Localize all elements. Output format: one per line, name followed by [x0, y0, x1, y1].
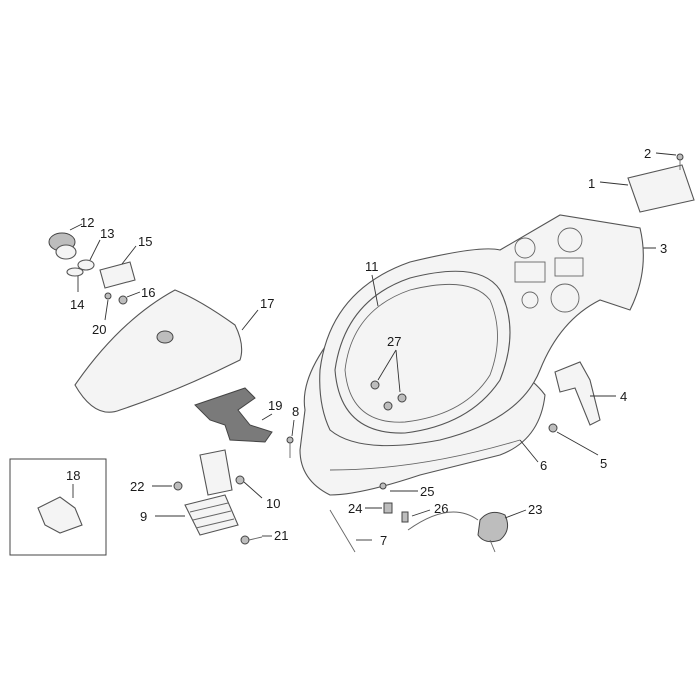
callout-1: 1 — [588, 176, 595, 191]
callout-15: 15 — [138, 234, 152, 249]
part-9-footrest: 9 — [140, 449, 239, 536]
part-23-latch: 23 — [477, 502, 542, 553]
callout-25: 25 — [420, 484, 434, 499]
part-4-bracket: 4 — [554, 361, 627, 426]
part-22-nut: 22 — [130, 479, 183, 494]
callout-23: 23 — [528, 502, 542, 517]
part-18-clip-inset: 18 — [9, 458, 107, 556]
callout-19: 19 — [268, 398, 282, 413]
callout-13: 13 — [100, 226, 114, 241]
part-12-cap: 12 — [48, 215, 94, 260]
callout-6: 6 — [540, 458, 547, 473]
part-2-screw: 2 — [644, 146, 684, 170]
part-26-screw: 26 — [401, 501, 448, 523]
part-14-seal: 14 — [66, 267, 84, 312]
part-7-rod: 7 — [329, 509, 387, 553]
part-15-clip-plate: 15 — [99, 234, 152, 289]
callout-27: 27 — [387, 334, 401, 349]
callout-14: 14 — [70, 297, 84, 312]
callout-8: 8 — [292, 404, 299, 419]
part-8-screw: 8 — [286, 404, 299, 458]
part-13-washer: 13 — [77, 226, 114, 271]
callout-22: 22 — [130, 479, 144, 494]
part-27-bolts: 27 — [370, 334, 407, 411]
part-11-helmet-compartment: 11 — [319, 214, 644, 447]
callout-21: 21 — [274, 528, 288, 543]
callout-2: 2 — [644, 146, 651, 161]
callout-26: 26 — [434, 501, 448, 516]
callout-9: 9 — [140, 509, 147, 524]
part-21-bolt: 21 — [240, 528, 288, 545]
part-19-trim-piece: 19 — [194, 387, 282, 443]
part-24-bushing: 24 — [348, 501, 393, 516]
latch-cable — [407, 511, 479, 531]
callout-12: 12 — [80, 215, 94, 230]
part-25-spacer: 25 — [379, 482, 434, 499]
part-17-side-panel: 17 — [74, 289, 274, 413]
part-5-nut: 5 — [548, 423, 607, 471]
callout-17: 17 — [260, 296, 274, 311]
callout-5: 5 — [600, 456, 607, 471]
callout-4: 4 — [620, 389, 627, 404]
part-16-screw: 16 — [118, 285, 155, 305]
callout-7: 7 — [380, 533, 387, 548]
callout-10: 10 — [266, 496, 280, 511]
callout-20: 20 — [92, 322, 106, 337]
callout-24: 24 — [348, 501, 362, 516]
part-10-bolt: 10 — [235, 475, 280, 511]
callout-3: 3 — [660, 241, 667, 256]
part-1-cover-plate: 1 — [588, 164, 695, 213]
callout-16: 16 — [141, 285, 155, 300]
callout-11: 11 — [365, 259, 379, 274]
callout-18: 18 — [66, 468, 80, 483]
part-20-screw: 20 — [92, 292, 112, 337]
